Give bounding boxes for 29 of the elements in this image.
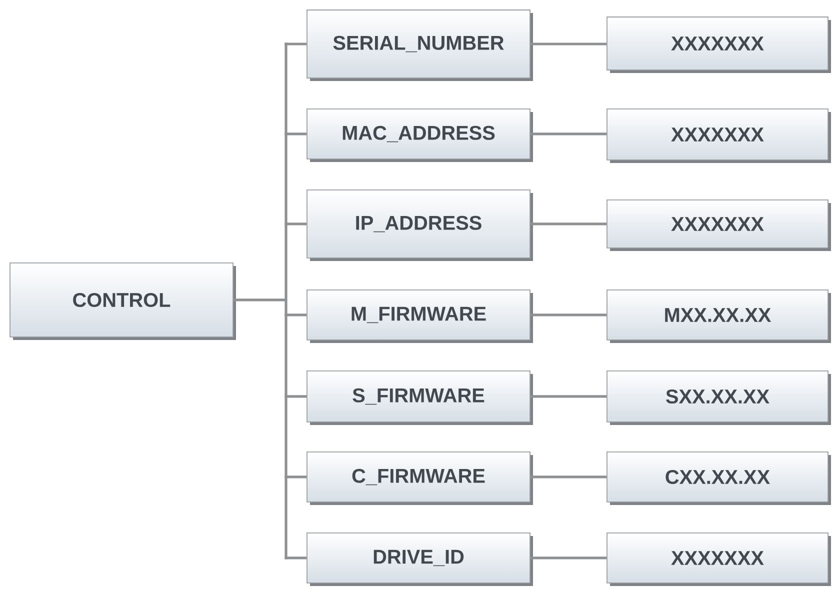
connector-line — [284, 314, 307, 316]
node-box: IP_ADDRESS — [306, 190, 533, 261]
connector-line — [530, 132, 607, 136]
connector-line — [284, 222, 307, 226]
node-box: SERIAL_NUMBER — [306, 10, 533, 81]
node-box: XXXXXXX — [606, 16, 831, 73]
node-box: MAC_ADDRESS — [306, 108, 533, 162]
node-box: CXX.XX.XX — [606, 452, 831, 505]
connector-line — [530, 42, 607, 46]
connector-line — [530, 556, 607, 560]
connector-line — [530, 314, 607, 316]
node-box: C_FIRMWARE — [306, 452, 533, 505]
connector-line — [284, 132, 307, 136]
connector-line — [530, 476, 607, 478]
connector-line — [284, 476, 307, 478]
node-box: M_FIRMWARE — [306, 290, 533, 343]
node-box: S_FIRMWARE — [306, 370, 533, 425]
node-box: SXX.XX.XX — [606, 370, 831, 425]
connector-line — [530, 222, 607, 226]
connector-line — [530, 395, 607, 398]
node-box: DRIVE_ID — [306, 532, 533, 586]
connector-line — [284, 556, 307, 560]
node-box: XXXXXXX — [606, 532, 831, 586]
connector-line — [284, 42, 307, 46]
node-box: CONTROL — [10, 262, 236, 340]
node-box: MXX.XX.XX — [606, 290, 831, 343]
node-box: XXXXXXX — [606, 200, 831, 251]
connector-line — [284, 395, 307, 398]
node-box: XXXXXXX — [606, 108, 831, 163]
